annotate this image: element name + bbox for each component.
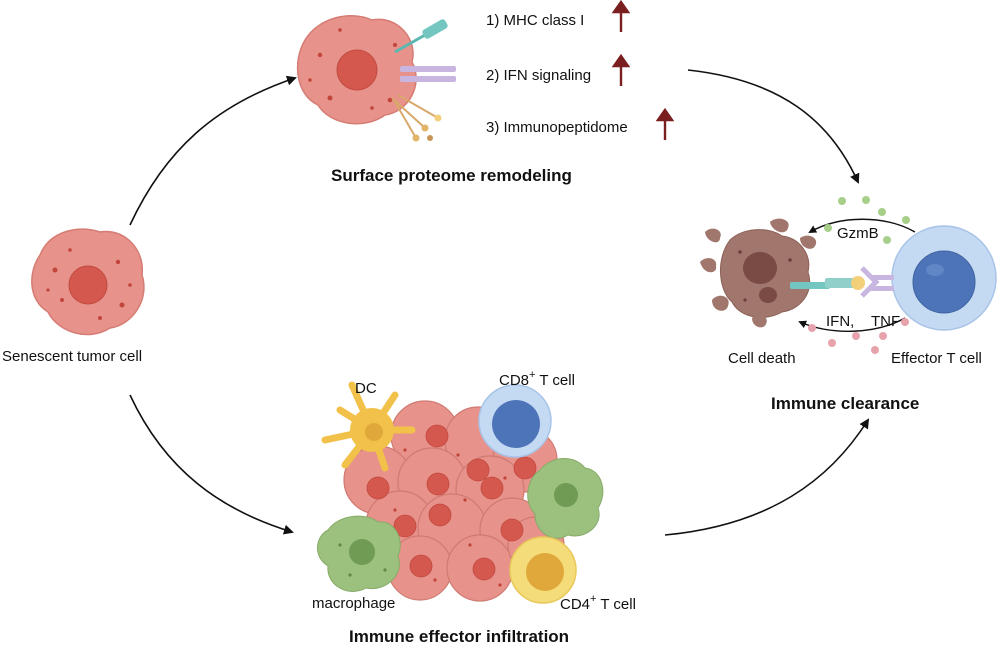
cell-death-label: Cell death	[728, 350, 796, 367]
immune-synapse	[790, 266, 894, 298]
infiltration-title: Immune effector infiltration	[349, 627, 569, 646]
senescent-tumor-cell	[31, 228, 145, 336]
arrow-surface-to-clearance	[687, 69, 860, 184]
macrophage	[317, 515, 401, 592]
remodeled-tumor-cell	[296, 15, 456, 142]
surface-title: Surface proteome remodeling	[331, 166, 572, 185]
effector-t-cell-label: Effector T cell	[891, 350, 982, 367]
dying-cell	[700, 218, 817, 328]
surface-items: 1) MHC class I 2) IFN signaling 3) Immun…	[486, 0, 675, 140]
up-arrow-icon	[655, 107, 675, 140]
gzmb-granules	[824, 196, 910, 244]
surface-item-mhc: 1) MHC class I	[486, 12, 584, 29]
gzmb-label: GzmB	[837, 225, 879, 242]
cd4-t-cell	[509, 536, 577, 604]
right-macrophage	[527, 458, 604, 539]
surface-item-ifn: 2) IFN signaling	[486, 67, 591, 84]
arrow-senescent-to-infiltration	[129, 394, 294, 535]
arrow-senescent-to-surface	[129, 75, 297, 226]
ifn-label: IFN,	[826, 313, 854, 330]
gzmb-arrow	[808, 218, 916, 233]
surface-item-immunopeptidome: 3) Immunopeptidome	[486, 119, 628, 136]
cd8-label: CD8+ T cell	[499, 369, 575, 389]
dc-label: DC	[355, 380, 377, 397]
effector-t-cell	[891, 225, 997, 331]
cd8-t-cell	[478, 384, 552, 458]
macrophage-label: macrophage	[312, 595, 395, 612]
cytokine-granules	[808, 318, 909, 354]
up-arrow-icon	[611, 0, 631, 32]
senescent-label: Senescent tumor cell	[2, 348, 142, 365]
dendritic-cell	[321, 381, 416, 472]
arrow-infiltration-to-clearance	[664, 418, 870, 536]
clearance-title: Immune clearance	[771, 394, 919, 413]
cd4-label: CD4+ T cell	[560, 593, 636, 613]
tnf-label: TNF	[871, 313, 900, 330]
up-arrow-icon	[611, 53, 631, 86]
